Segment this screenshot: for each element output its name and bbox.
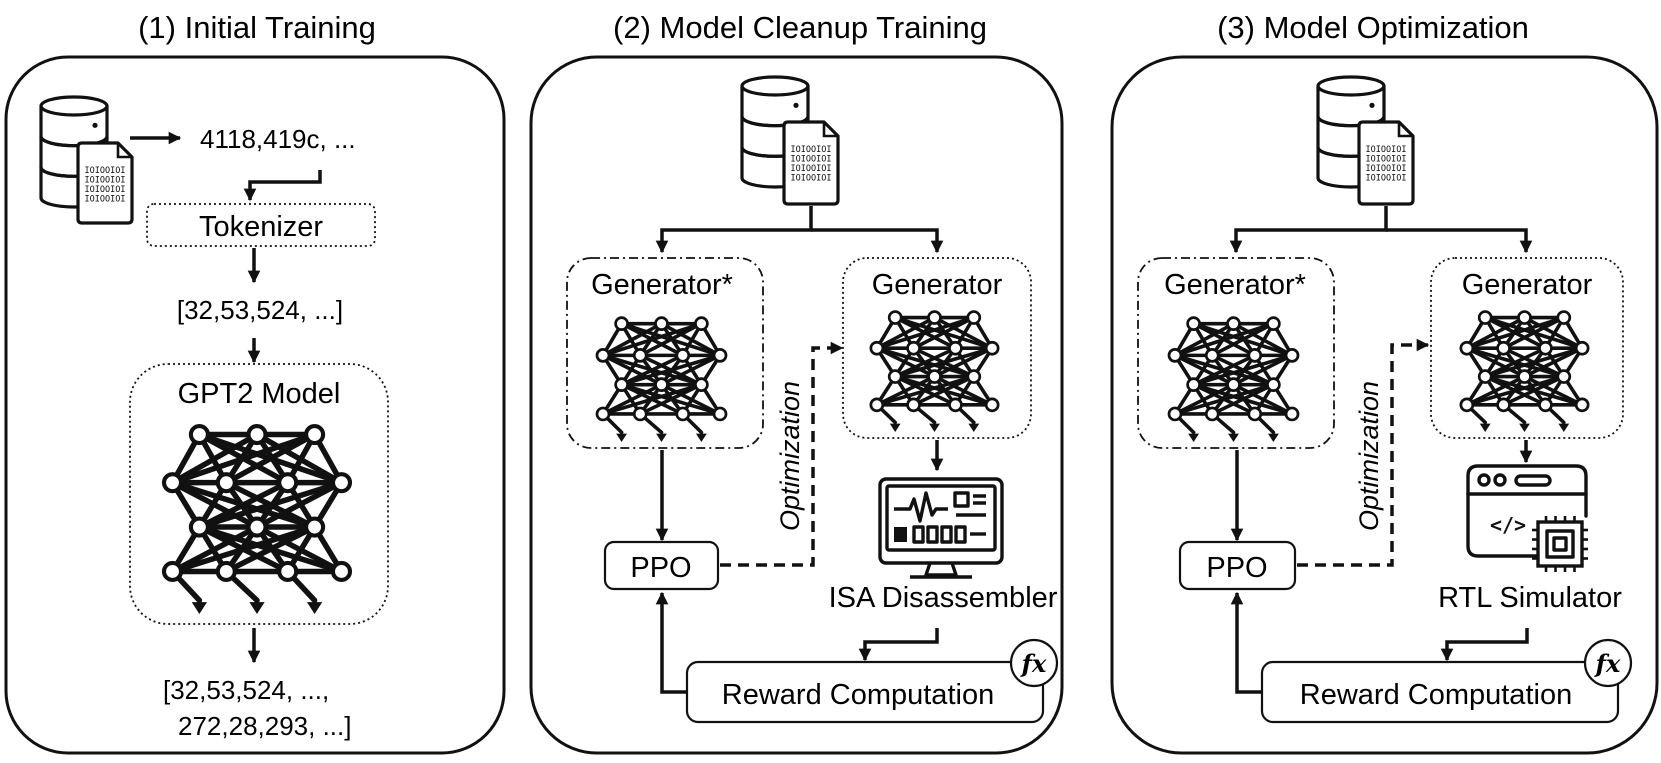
svg-text:IOIOOIOI: IOIOOIOI <box>1366 174 1407 184</box>
svg-text:IOIOOIOI: IOIOOIOI <box>85 166 126 176</box>
svg-text:</>: </> <box>1490 513 1526 537</box>
panel-3-title: (3) Model Optimization <box>1217 10 1529 45</box>
reward-computation-label: Reward Computation <box>722 679 994 711</box>
optimization-label: Optimization <box>775 381 805 531</box>
generator-label: Generator <box>872 269 1003 301</box>
function-fx-icon: fx <box>1583 638 1633 688</box>
function-fx-icon: fx <box>1009 638 1059 688</box>
frozen-generator-box <box>1137 257 1335 449</box>
frozen-generator-box <box>566 257 764 449</box>
ppo-box <box>603 540 720 591</box>
token-ids-text: [32,53,524, ...] <box>177 295 343 325</box>
tokenizer-label: Tokenizer <box>199 211 323 243</box>
panel-1-frame <box>4 55 506 755</box>
neural-network-icon <box>161 423 353 614</box>
optimization-arrow <box>1297 338 1430 567</box>
neural-network-icon <box>595 316 728 442</box>
arrow-binary-to-tokenizer <box>243 170 322 202</box>
arrow-tool-to-reward <box>858 628 939 662</box>
svg-text:IOIOOIOI: IOIOOIOI <box>791 174 832 184</box>
svg-text:IOIOOIOI: IOIOOIOI <box>1366 145 1407 155</box>
svg-text:IOIOOIOI: IOIOOIOI <box>791 145 832 155</box>
generator-box <box>1430 257 1624 439</box>
panel-1-title: (1) Initial Training <box>138 10 376 45</box>
arrow-tool-to-reward <box>1440 628 1529 662</box>
split-line-right <box>811 228 944 254</box>
panel-2-title: (2) Model Cleanup Training <box>613 10 987 45</box>
svg-text:IOIOOIOI: IOIOOIOI <box>85 176 126 186</box>
code-chip-icon: </> <box>1466 464 1588 572</box>
ppo-label: PPO <box>1206 552 1267 584</box>
neural-network-icon <box>869 310 1000 432</box>
fx-badge-text: fx <box>1020 649 1047 678</box>
panel-3-frame <box>1110 55 1659 755</box>
tool-label-rtl-simulator: RTL Simulator <box>1438 582 1622 614</box>
svg-text:IOIOOIOI: IOIOOIOI <box>85 185 126 195</box>
optimization-label: Optimization <box>1354 381 1384 531</box>
generator-label: Generator <box>1462 269 1593 301</box>
split-line-right <box>1386 228 1533 254</box>
svg-text:IOIOOIOI: IOIOOIOI <box>791 164 832 174</box>
gpt2-model-label: GPT2 Model <box>178 378 341 410</box>
ppo-box <box>1178 540 1297 591</box>
output-tokens-line2: 272,28,293, ...] <box>178 711 351 741</box>
ppo-label: PPO <box>630 552 691 584</box>
tool-label-isa-disassembler: ISA Disassembler <box>829 582 1058 614</box>
fx-badge-text: fx <box>1594 649 1621 678</box>
panel-2-frame <box>529 55 1064 755</box>
gpt2-model-box <box>129 363 389 625</box>
svg-text:IOIOOIOI: IOIOOIOI <box>1366 155 1407 165</box>
split-line <box>1229 206 1388 254</box>
monitor-waveform-icon <box>878 477 1004 579</box>
tokenizer-box <box>146 203 376 247</box>
split-line <box>655 206 813 254</box>
optimization-arrow <box>720 341 844 567</box>
frozen-generator-label: Generator* <box>1164 269 1306 301</box>
arrow-reward-to-ppo <box>1230 591 1262 694</box>
frozen-generator-label: Generator* <box>591 269 733 301</box>
reward-computation-label: Reward Computation <box>1300 679 1572 711</box>
svg-text:IOIOOIOI: IOIOOIOI <box>791 155 832 165</box>
neural-network-icon <box>1459 310 1590 432</box>
neural-network-icon <box>1167 316 1300 442</box>
binary-sample-text: 4118,419c, ... <box>200 124 356 154</box>
svg-text:IOIOOIOI: IOIOOIOI <box>1366 164 1407 174</box>
output-tokens-line1: [32,53,524, ..., <box>163 675 329 705</box>
svg-text:IOIOOIOI: IOIOOIOI <box>85 195 126 205</box>
arrow-reward-to-ppo <box>655 591 687 694</box>
